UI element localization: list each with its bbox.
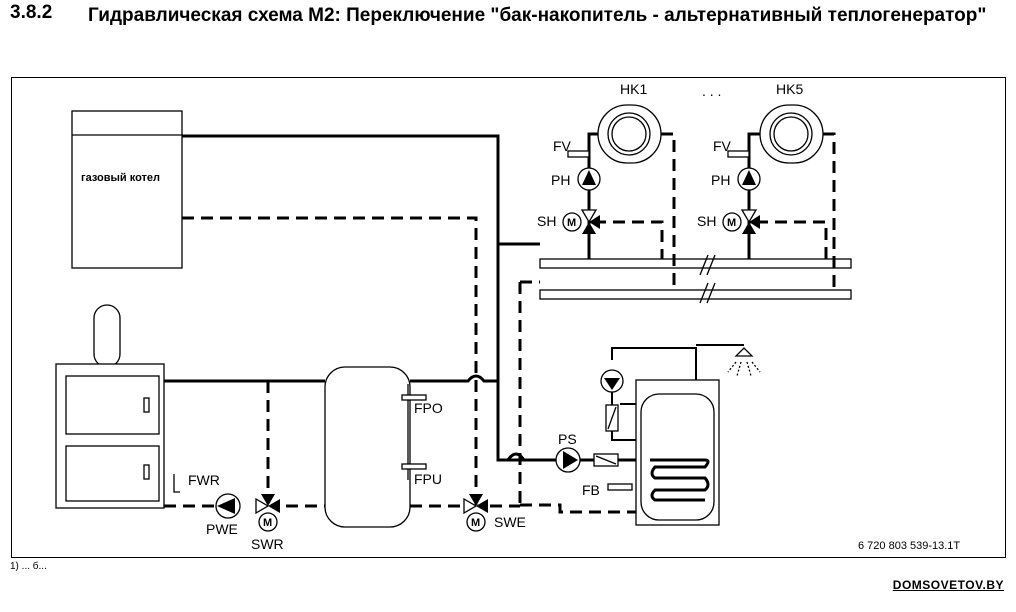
diagram-frame [11, 77, 1006, 558]
boiler-return-pipe [182, 216, 478, 505]
buffer-storage-tank: FPO FPU [324, 366, 443, 528]
alternative-heat-generator [55, 304, 165, 509]
circulation-pump [600, 369, 624, 393]
pipe-crossing [506, 452, 526, 461]
heating-circuit-5: HK5 FV PH M SH [697, 81, 836, 290]
fv-label-5: FV [713, 138, 732, 154]
sh-label-5: SH [697, 213, 716, 229]
swr-label: SWR [251, 536, 284, 552]
sh-motor-1: M [567, 217, 576, 229]
sh-motor-5: M [727, 217, 736, 229]
dhw-return-pipe [520, 503, 640, 514]
ps-pump: PS [555, 431, 581, 473]
gas-boiler: газовый котел [71, 110, 183, 269]
boiler-supply-pipe [182, 134, 556, 462]
circulation-pipe [611, 347, 697, 380]
swe-motor: M [471, 517, 480, 529]
swr-motor: M [263, 517, 272, 529]
fpo-label: FPO [414, 400, 443, 416]
heating-circuit-1: HK1 FV PH M SH [537, 81, 676, 290]
page-title: Гидравлическая схема М2: Переключение "б… [88, 5, 987, 26]
reference-code: 6 720 803 539-13.1T [858, 540, 960, 552]
storage-top-pipe [410, 374, 498, 383]
swe-label: SWE [494, 514, 526, 530]
shower-icon [727, 347, 761, 377]
watermark-link[interactable]: DOMSOVETOV.BY [892, 578, 1004, 592]
ph-label-5: PH [711, 172, 730, 188]
hk1-label: HK1 [620, 81, 647, 97]
pwe-label: PWE [206, 521, 238, 537]
fpu-label: FPU [414, 471, 442, 487]
circuits-ellipsis: . . . [702, 83, 721, 99]
fwr-label: FWR [188, 472, 220, 488]
ps-label: PS [558, 431, 577, 447]
pwe-pump: PWE [206, 493, 241, 537]
fb-label: FB [582, 482, 600, 498]
swr-valve: M SWR [251, 494, 284, 552]
fwr-sensor: FWR [173, 472, 220, 493]
manifold [539, 254, 852, 304]
section-number: 3.8.2 [10, 2, 53, 23]
boiler-label: газовый котел [81, 172, 160, 184]
ph-label-1: PH [551, 172, 570, 188]
sh-label-1: SH [537, 213, 556, 229]
fv-label-1: FV [553, 138, 572, 154]
dhw-cylinder: FB [582, 379, 720, 526]
swe-valve: M SWE [463, 494, 526, 532]
hk5-label: HK5 [776, 81, 803, 97]
footnote: 1) ... б... [10, 561, 47, 571]
